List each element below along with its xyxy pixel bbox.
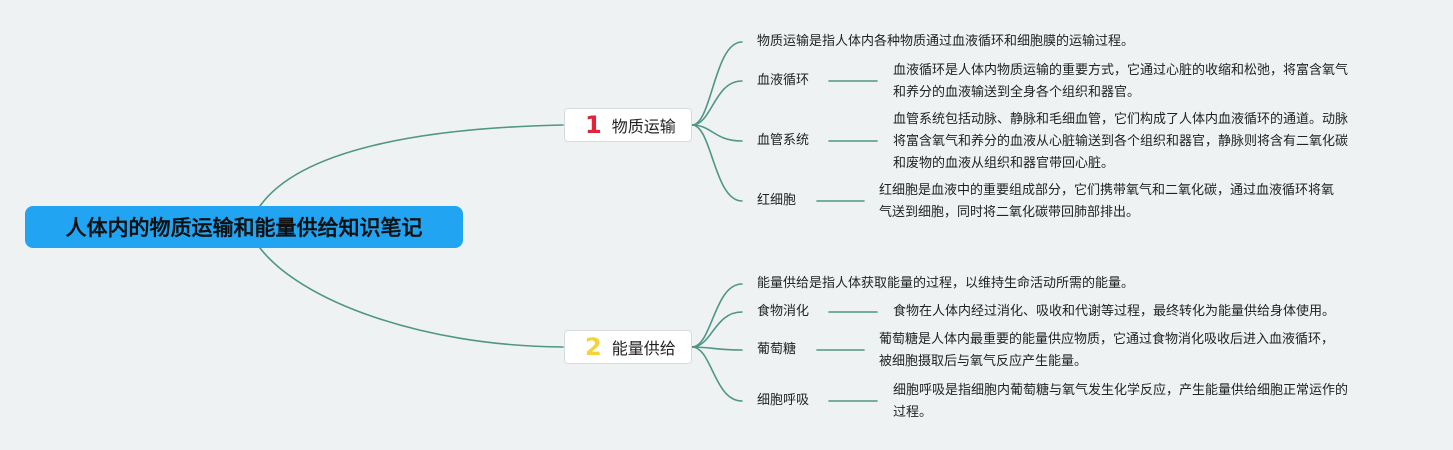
topic-vascular-system[interactable]: 血管系统 xyxy=(757,133,810,148)
branch-intro: 物质运输是指人体内各种物质通过血液循环和细胞膜的运输过程。 xyxy=(757,34,1135,49)
topic-description: 食物在人体内经过消化、吸收和代谢等过程，最终转化为能量供给身体使用。 xyxy=(893,304,1336,319)
topic-red-blood-cells[interactable]: 红细胞 xyxy=(757,193,797,208)
topic-description: 葡萄糖是人体内最重要的能量供应物质，它通过食物消化吸收后进入血液循环， 被细胞摄… xyxy=(879,332,1335,369)
number-two-icon: 2 xyxy=(585,333,602,361)
number-one-icon: 1 xyxy=(585,111,602,139)
topic-cellular-respiration[interactable]: 细胞呼吸 xyxy=(757,393,810,408)
root-title[interactable]: 人体内的物质运输和能量供给知识笔记 xyxy=(25,206,463,248)
branch-label: 能量供给 xyxy=(611,339,676,358)
topic-description: 血液循环是人体内物质运输的重要方式，它通过心脏的收缩和松弛，将富含氧气 和养分的… xyxy=(893,63,1349,100)
topic-blood-circulation[interactable]: 血液循环 xyxy=(757,73,810,88)
branch-label: 物质运输 xyxy=(611,117,676,136)
branch-energy-supply[interactable]: 2 能量供给 xyxy=(564,330,692,364)
topic-food-digestion[interactable]: 食物消化 xyxy=(757,304,810,319)
topic-description: 血管系统包括动脉、静脉和毛细血管，它们构成了人体内血液循环的通道。动脉 将富含氧… xyxy=(893,112,1349,171)
branch-material-transport[interactable]: 1 物质运输 xyxy=(564,108,692,142)
topic-description: 细胞呼吸是指细胞内葡萄糖与氧气发生化学反应，产生能量供给细胞正常运作的 过程。 xyxy=(893,383,1349,420)
topic-description: 红细胞是血液中的重要组成部分，它们携带氧气和二氧化碳，通过血液循环将氧 气送到细… xyxy=(879,183,1335,220)
branch-intro: 能量供给是指人体获取能量的过程，以维持生命活动所需的能量。 xyxy=(757,276,1135,291)
topic-glucose[interactable]: 葡萄糖 xyxy=(757,342,797,357)
root-title-text: 人体内的物质运输和能量供给知识笔记 xyxy=(65,216,423,240)
